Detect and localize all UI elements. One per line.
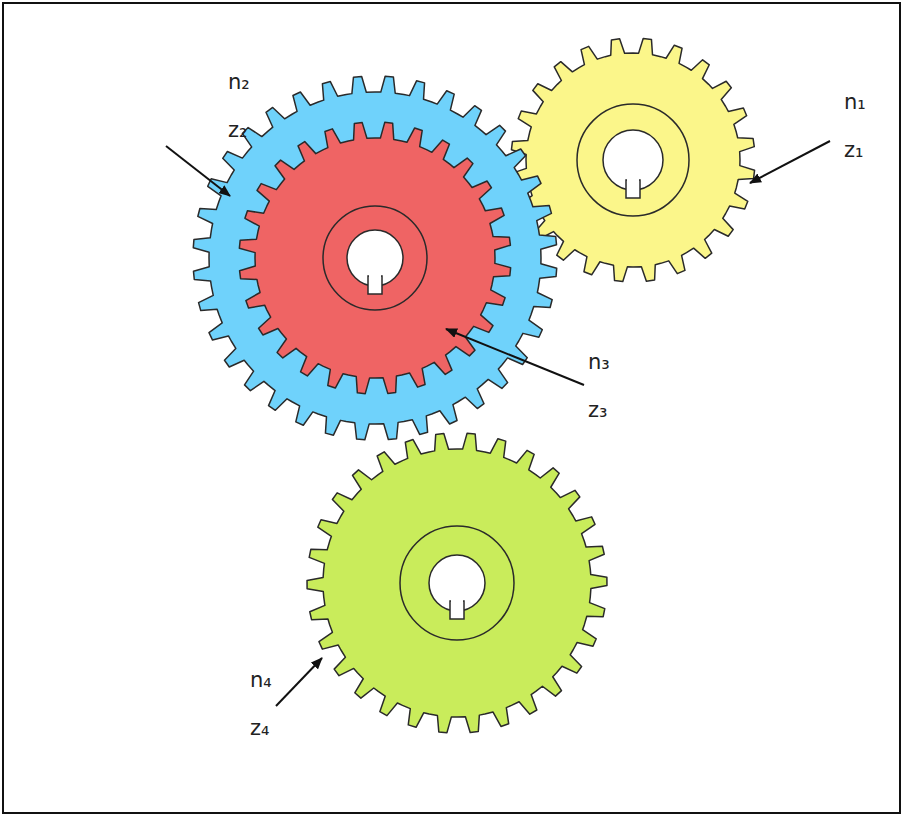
keyway-fill: [369, 272, 381, 293]
frame: [3, 3, 900, 813]
keyway-fill: [627, 176, 639, 197]
callout-label: n₂: [228, 72, 250, 93]
callout-label: z₃: [588, 400, 607, 421]
callout-label: z₂: [228, 120, 247, 141]
leader-arrow: [166, 146, 230, 196]
callout-label: z₄: [250, 718, 269, 739]
gear-hub: [323, 206, 427, 310]
callout-label: n₃: [588, 352, 610, 373]
keyway-fill: [451, 597, 463, 618]
callout-label: n₁: [844, 92, 866, 113]
leader-arrow: [276, 658, 322, 706]
gear-hub: [577, 104, 689, 216]
callout-label: n₄: [250, 670, 272, 691]
leader-arrow: [750, 141, 830, 183]
gear-body: [307, 433, 607, 732]
gear-train: [193, 38, 754, 732]
gear-body: [193, 76, 556, 439]
leader-arrow: [446, 329, 584, 385]
gear-hub: [400, 526, 514, 640]
callout-label: z₁: [844, 140, 863, 161]
leader-arrows: [166, 141, 830, 706]
gear-body: [239, 122, 510, 393]
